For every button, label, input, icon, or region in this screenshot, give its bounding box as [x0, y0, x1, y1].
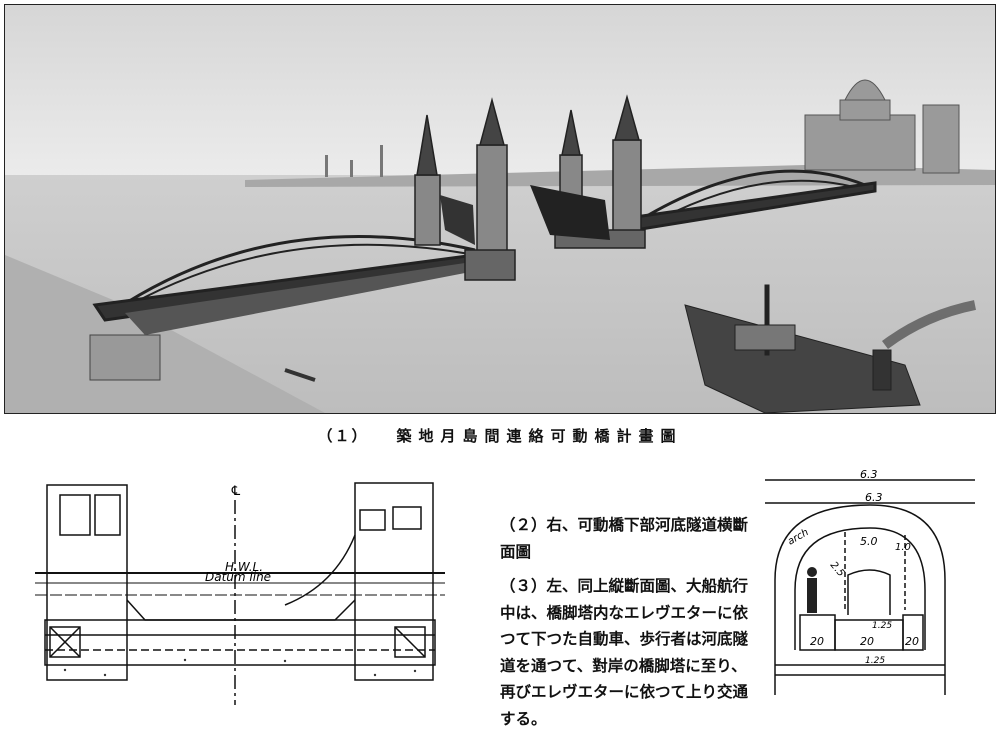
tunnel-outer: [774, 504, 946, 695]
bridge-illustration: [5, 5, 995, 413]
tunnel-cross-section-drawing: 6.3 6.3 arch 5.0 2.5 1.0 20 20 20 1.25 1…: [765, 468, 975, 695]
dimension-label: 20: [905, 635, 919, 648]
figure-number: （１）: [317, 427, 369, 445]
longitudinal-section-drawing: ℄ H.W.L. Datum line: [35, 482, 445, 705]
shore-building: [89, 334, 161, 381]
bridge-perspective-sketch: [4, 4, 996, 414]
note-2: （２）右、可動橋下部河底隧道横斷面圖: [500, 515, 749, 561]
figure-title: 築地月島間連絡可動橋計畫圖: [396, 427, 683, 445]
dimension-label: 6.3: [860, 468, 878, 481]
steamship: [684, 284, 976, 413]
car: [847, 569, 891, 615]
dimension-label: 5.0: [860, 535, 878, 548]
figure-caption: （１） 築地月島間連絡可動橋計畫圖: [0, 425, 1000, 446]
arch-label: arch: [786, 527, 811, 548]
bascule-leaf-right: [530, 185, 610, 240]
factory-chimneys: [325, 145, 383, 177]
dimension-label: 1.25: [865, 656, 885, 666]
centerline-label: ℄: [230, 484, 242, 499]
figure-notes: （２）右、可動橋下部河底隧道横斷面圖 （３）左、同上縦斷面圖、大船航行中は、橋脚…: [500, 512, 750, 740]
datum-line-label: Datum line: [205, 570, 271, 584]
domed-building: [804, 79, 960, 174]
bascule-leaf-left: [440, 195, 475, 245]
small-boat: [284, 368, 316, 382]
tunnel-inner: [794, 527, 926, 650]
note-3: （３）左、同上縦斷面圖、大船航行中は、橋脚塔内なエレヴエターに依つて下つた自動車…: [500, 576, 749, 728]
tunnel-floor: [44, 619, 436, 666]
right-tower: [354, 482, 434, 681]
dimension-label: 20: [860, 635, 874, 648]
dimension-label: 2.5: [828, 560, 847, 579]
hwl-label: H.W.L.: [225, 560, 263, 574]
near-shore: [5, 255, 325, 413]
dimension-label: 1.25: [872, 621, 892, 631]
pedestrian-figure: [807, 567, 817, 613]
dimension-label: 1.0: [895, 542, 911, 553]
dimension-label: 6.3: [865, 491, 883, 504]
dimension-label: 20: [810, 635, 824, 648]
